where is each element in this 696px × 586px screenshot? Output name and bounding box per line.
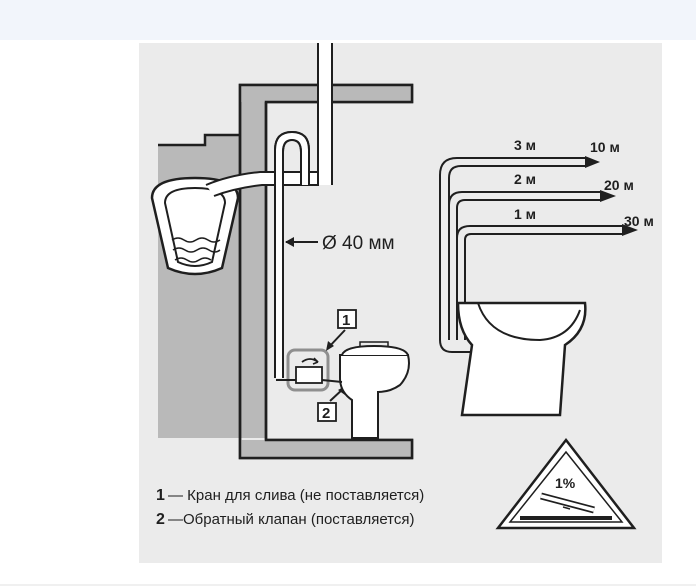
bottom-divider	[0, 584, 696, 586]
route-height-1: 3 м	[514, 137, 536, 153]
label-box-2	[317, 402, 337, 422]
legend-num-1: 1	[156, 487, 165, 504]
route-height-2: 2 м	[514, 171, 536, 187]
large-toilet	[456, 301, 587, 417]
legend-text-1: — Кран для слива (не поставляется)	[168, 487, 424, 504]
diameter-label: Ø 40 мм	[322, 233, 395, 254]
slope-triangle	[495, 437, 637, 530]
arrow-20m	[600, 190, 616, 202]
arrow-30m	[622, 224, 638, 236]
floor-slab	[240, 440, 412, 458]
arrow-10m	[585, 156, 600, 168]
label-box-2-text: 2	[322, 405, 330, 422]
riser-pipe	[317, 43, 333, 185]
slope-label: 1%	[555, 475, 576, 491]
label-box-1-text: 1	[342, 312, 350, 329]
top-band	[0, 0, 696, 40]
route-height-3: 1 м	[514, 206, 536, 222]
sink-drain-pipe	[205, 171, 319, 197]
pump-unit	[295, 366, 323, 384]
legend-num-2: 2	[156, 511, 165, 528]
label-box-1	[337, 309, 357, 329]
route-length-2: 20 м	[604, 177, 634, 193]
drain-valve-highlight	[286, 348, 330, 392]
route-length-1: 10 м	[590, 139, 620, 155]
route-connector	[439, 339, 470, 353]
water-waves	[171, 237, 221, 263]
route-length-3: 30 м	[624, 213, 654, 229]
route-pipes	[439, 157, 622, 340]
small-toilet	[339, 354, 410, 439]
legend-text-2: —Обратный клапан (поставляется)	[168, 511, 415, 528]
